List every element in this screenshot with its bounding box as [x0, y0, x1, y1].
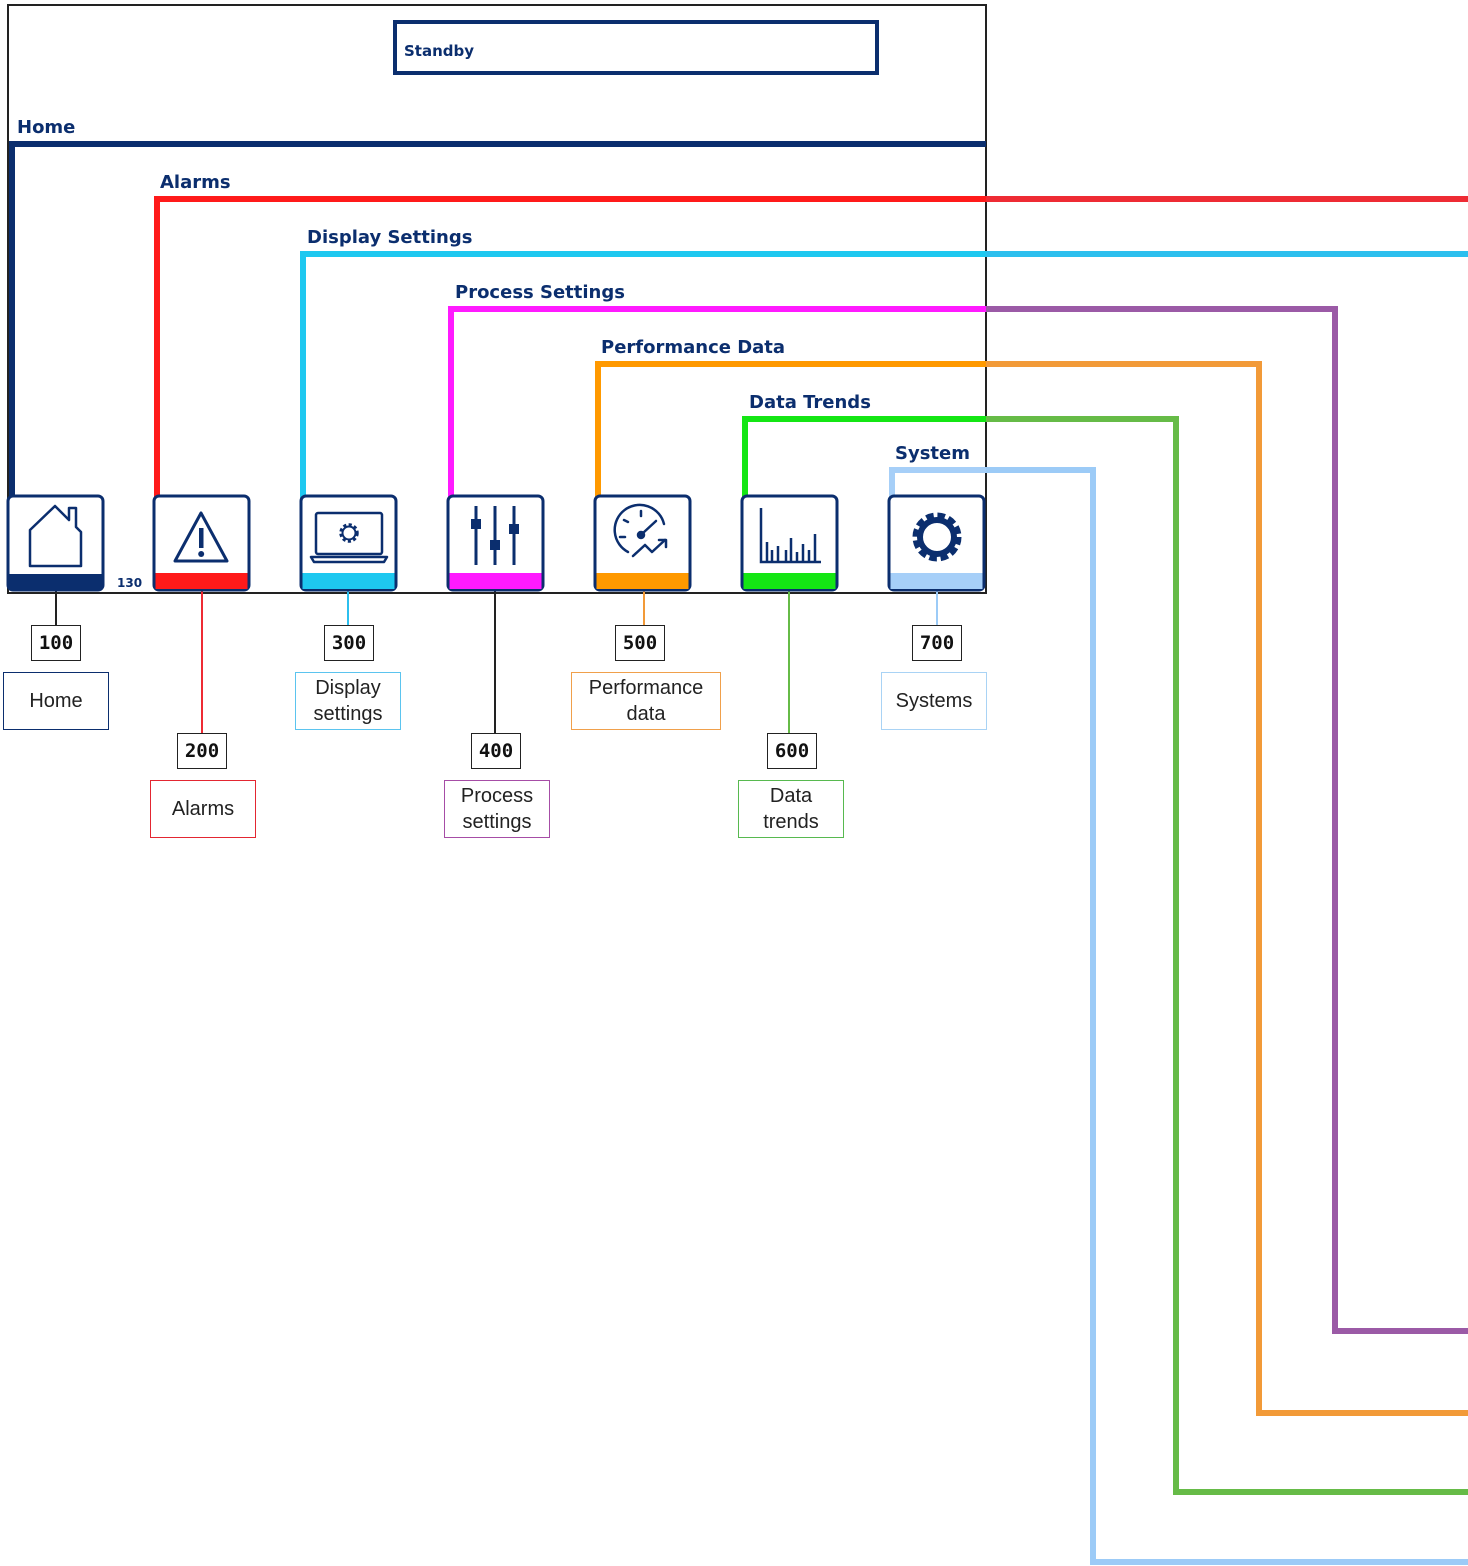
system-outer-route [986, 467, 1468, 1565]
performance-route-line [595, 361, 986, 500]
name-box-process-settings: Process settings [444, 780, 550, 838]
monitor-gear-icon [309, 511, 389, 564]
display-route-line [300, 251, 986, 500]
display-settings-menu-label: Display Settings [307, 227, 473, 248]
system-button[interactable] [887, 494, 986, 592]
alarms-menu-label: Alarms [160, 172, 231, 193]
alarms-route-line [154, 196, 986, 500]
name-box-display-settings: Display settings [295, 672, 401, 730]
trends-route-line [742, 416, 986, 500]
trends-outer-route [986, 416, 1468, 1495]
process-outer-route [986, 306, 1468, 1334]
ref-number-700: 700 [912, 625, 962, 661]
performance-outer-route [986, 361, 1468, 1416]
home-button[interactable] [6, 494, 105, 592]
ref-number-500: 500 [615, 625, 665, 661]
process-route-line [448, 306, 986, 500]
alarms-button[interactable] [152, 494, 251, 592]
status-bar: Standby [393, 20, 879, 75]
ref-number-600: 600 [767, 733, 817, 769]
ref-number-100: 100 [31, 625, 81, 661]
performance-data-menu-label: Performance Data [601, 337, 786, 358]
sliders-icon [471, 506, 519, 565]
home-route-line [9, 141, 986, 500]
ref-number-400: 400 [471, 733, 521, 769]
name-box-systems: Systems [881, 672, 987, 730]
system-route-line [889, 467, 986, 500]
process-settings-button[interactable] [446, 494, 545, 592]
gauge-trend-icon [613, 503, 668, 558]
home-icon [28, 504, 83, 568]
status-text: Standby [404, 42, 475, 60]
bar-chart-icon [759, 508, 821, 564]
system-menu-label: System [895, 443, 970, 464]
name-box-performance-data: Performance data [571, 672, 721, 730]
gear-icon [912, 512, 962, 562]
name-box-alarms: Alarms [150, 780, 256, 838]
warning-icon [173, 511, 229, 563]
name-box-home: Home [3, 672, 109, 730]
ref-number-200: 200 [177, 733, 227, 769]
screen-frame [7, 4, 987, 594]
display-settings-button[interactable] [299, 494, 398, 592]
data-trends-button[interactable] [740, 494, 839, 592]
reference-130: 130 [117, 576, 143, 590]
performance-data-button[interactable] [593, 494, 692, 592]
ref-number-300: 300 [324, 625, 374, 661]
home-menu-label: Home [17, 117, 76, 138]
name-box-data-trends: Data trends [738, 780, 844, 838]
data-trends-menu-label: Data Trends [749, 392, 871, 413]
process-settings-menu-label: Process Settings [455, 282, 625, 303]
